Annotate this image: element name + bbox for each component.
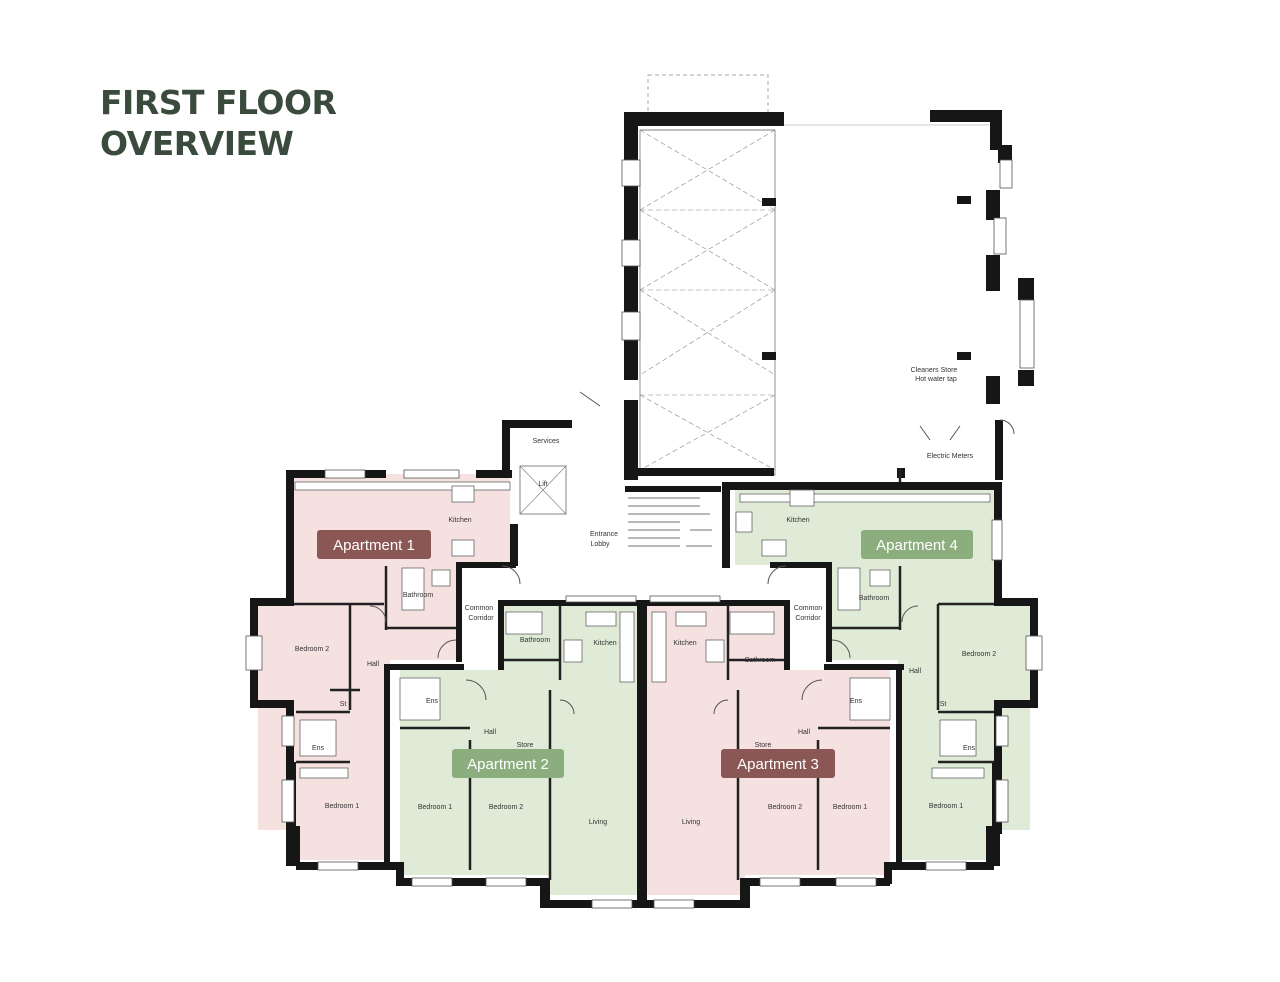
apartment-3-label: Apartment 3 <box>737 756 819 773</box>
upper-hall-lines <box>639 74 995 476</box>
page-title: FIRST FLOOR OVERVIEW <box>100 82 337 164</box>
apt4-bedroom2: Bedroom 2 <box>962 651 996 658</box>
doors <box>369 391 1015 715</box>
apt3-bedroom2: Bedroom 2 <box>768 804 802 811</box>
partitions <box>294 468 994 880</box>
label-corridor-left: Corridor <box>468 615 494 622</box>
label-corridor-right: Corridor <box>795 615 821 622</box>
apt3-kitchen: Kitchen <box>673 640 696 647</box>
apt2-kitchen: Kitchen <box>593 640 616 647</box>
label-electric-meters: Electric Meters <box>927 453 974 460</box>
label-lobby: Lobby <box>590 541 610 548</box>
label-entrance: Entrance <box>590 531 618 538</box>
apt4-bedroom1: Bedroom 1 <box>929 803 963 810</box>
apt2-bedroom1: Bedroom 1 <box>418 804 452 811</box>
apt1-bedroom1: Bedroom 1 <box>325 803 359 810</box>
apt1-bathroom: Bathroom <box>403 592 434 599</box>
label-lift: Lift <box>538 481 547 488</box>
apt2-living: Living <box>589 819 607 826</box>
apt3-bathroom: Bathroom <box>745 657 776 664</box>
title-line-1: FIRST FLOOR <box>100 83 337 122</box>
apt1-bedroom2: Bedroom 2 <box>295 646 329 653</box>
apt2-bedroom2: Bedroom 2 <box>489 804 523 811</box>
apartment-tags: Apartment 1 Apartment 2 Apartment 3 Apar… <box>317 530 973 778</box>
apt2-bathroom: Bathroom <box>520 637 551 644</box>
room-labels: Services Lift Entrance Lobby Common Corr… <box>295 367 996 826</box>
apartment-2-label: Apartment 2 <box>467 756 549 773</box>
apt4-kitchen: Kitchen <box>786 517 809 524</box>
apartment-4-tag[interactable]: Apartment 4 <box>861 530 973 559</box>
label-cleaners-store: Cleaners Store <box>911 367 958 374</box>
apt1-kitchen: Kitchen <box>448 517 471 524</box>
label-services: Services <box>533 438 560 445</box>
fixtures <box>294 465 991 779</box>
apartment-3-tag[interactable]: Apartment 3 <box>721 749 835 778</box>
apt3-bedroom1: Bedroom 1 <box>833 804 867 811</box>
apt4-ens: Ens <box>963 745 976 752</box>
apartment-1-label: Apartment 1 <box>333 537 415 554</box>
apt1-st: St <box>340 701 347 708</box>
apt4-bathroom: Bathroom <box>859 595 890 602</box>
label-hot-water-tap: Hot water tap <box>915 376 957 383</box>
apartment-1-tag[interactable]: Apartment 1 <box>317 530 431 559</box>
apartment-2-tag[interactable]: Apartment 2 <box>452 749 564 778</box>
apt4-st: St <box>940 701 947 708</box>
apartment-4-label: Apartment 4 <box>876 537 958 554</box>
apt2-hall: Hall <box>484 729 497 736</box>
apartment-4-zone <box>735 484 1030 860</box>
windows <box>245 159 1043 909</box>
apt2-ens: Ens <box>426 698 439 705</box>
apt1-ens: Ens <box>312 745 325 752</box>
apt3-living: Living <box>682 819 700 826</box>
apt3-store: Store <box>755 742 772 749</box>
apt2-store: Store <box>517 742 534 749</box>
title-line-2: OVERVIEW <box>100 124 294 163</box>
apt1-hall: Hall <box>367 661 380 668</box>
apt4-hall: Hall <box>909 668 922 675</box>
apt3-hall: Hall <box>798 729 811 736</box>
label-common-left: Common <box>465 605 494 612</box>
apt3-ens: Ens <box>850 698 863 705</box>
label-common-right: Common <box>794 605 823 612</box>
